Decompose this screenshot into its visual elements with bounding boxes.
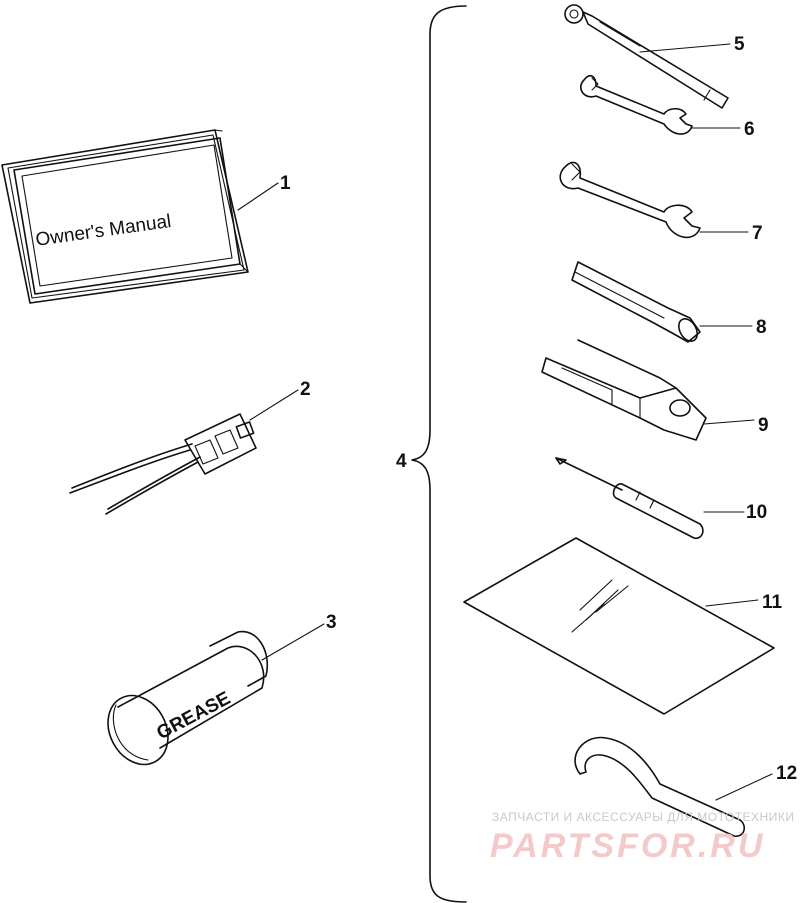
callout-7: 7 — [752, 223, 763, 244]
watermark-subtitle: ЗАПЧАСТИ И АКСЕССУАРЫ ДЛЯ МОТОТЕХНИКИ — [492, 810, 794, 824]
callout-5: 5 — [734, 34, 745, 55]
callout-10: 10 — [746, 502, 767, 523]
grease-label: GREASE — [153, 688, 234, 744]
owners-manual-illustration: Owner's Manual 1 — [1, 129, 291, 304]
callout-8: 8 — [756, 317, 767, 338]
watermark-logo: PARTSFOR.RU — [490, 827, 765, 865]
tool-bag-illustration: 11 — [463, 537, 783, 715]
small-wrench-illustration: 6 — [580, 74, 755, 140]
callout-4: 4 — [396, 451, 407, 472]
callout-1: 1 — [280, 173, 291, 194]
hook-spanner-illustration: 12 — [574, 736, 797, 837]
toolkit-brace: 4 — [396, 5, 467, 903]
callout-3: 3 — [326, 612, 337, 633]
callout-2: 2 — [300, 379, 311, 400]
callout-12: 12 — [776, 763, 797, 784]
callout-9: 9 — [758, 415, 769, 436]
connector-illustration: 2 — [69, 379, 311, 515]
screwdriver-illustration: 10 — [555, 457, 767, 540]
bracket-tool-illustration: 9 — [541, 339, 769, 441]
watermark: ЗАПЧАСТИ И АКСЕССУАРЫ ДЛЯ МОТОТЕХНИКИ PA… — [490, 810, 794, 865]
callout-11: 11 — [762, 592, 783, 613]
large-wrench-illustration: 7 — [559, 161, 763, 244]
socket-wrench-illustration: 8 — [571, 261, 767, 343]
grease-tube-illustration: GREASE 3 — [107, 612, 337, 766]
owners-manual-cover-text: Owner's Manual — [34, 211, 172, 251]
callout-6: 6 — [744, 119, 755, 140]
extension-bar-illustration: 5 — [564, 4, 745, 109]
